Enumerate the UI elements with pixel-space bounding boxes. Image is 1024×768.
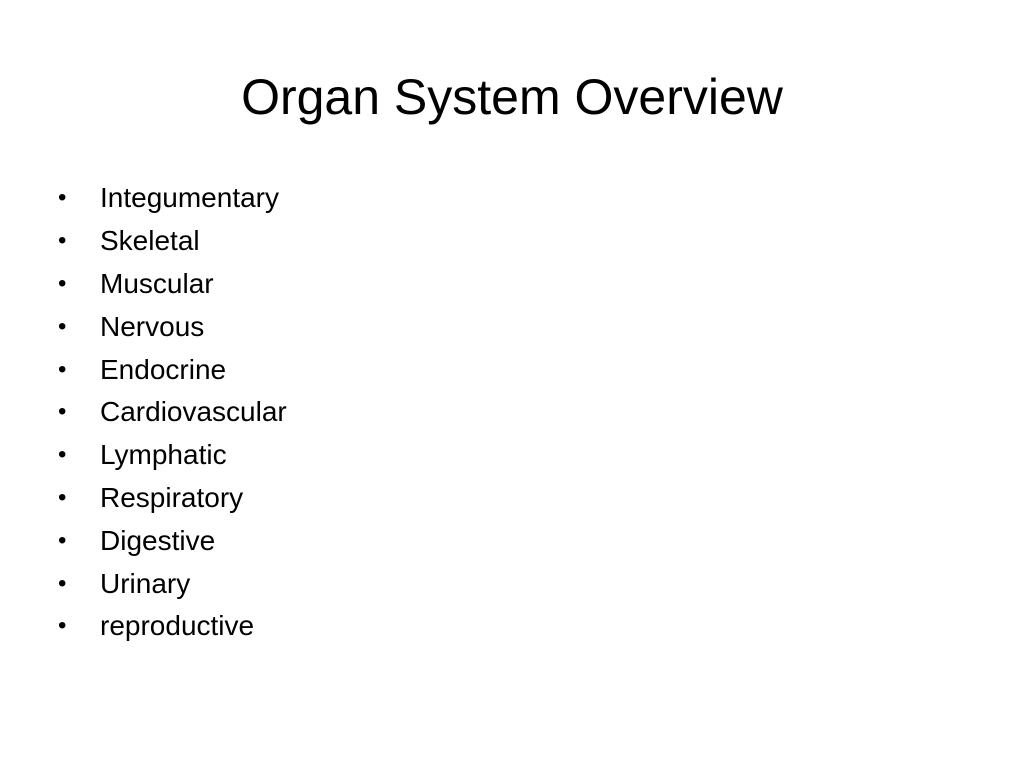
bullet-dot-icon: • bbox=[58, 312, 67, 340]
list-item-label: reproductive bbox=[100, 610, 255, 642]
list-item: • Urinary bbox=[58, 562, 287, 605]
bullet-dot-icon: • bbox=[58, 184, 67, 212]
bullet-dot-icon: • bbox=[58, 526, 67, 554]
bullet-dot-icon: • bbox=[58, 441, 67, 469]
list-item: • Skeletal bbox=[58, 220, 287, 263]
bullet-dot-icon: • bbox=[58, 227, 67, 255]
bullet-dot-icon: • bbox=[58, 569, 67, 597]
list-item: • Muscular bbox=[58, 263, 287, 306]
bullet-list: • Integumentary • Skeletal • Muscular • … bbox=[58, 177, 287, 648]
slide-title: Organ System Overview bbox=[241, 69, 783, 125]
list-item-label: Skeletal bbox=[100, 225, 200, 257]
list-item-label: Lymphatic bbox=[100, 439, 227, 471]
bullet-dot-icon: • bbox=[58, 612, 67, 640]
list-item-label: Integumentary bbox=[100, 182, 279, 214]
list-item: • Cardiovascular bbox=[58, 391, 287, 434]
list-item: • Lymphatic bbox=[58, 434, 287, 477]
list-item-label: Cardiovascular bbox=[100, 396, 287, 428]
list-item: • reproductive bbox=[58, 605, 287, 648]
list-item-label: Nervous bbox=[100, 310, 205, 342]
list-item: • Nervous bbox=[58, 305, 287, 348]
list-item: • Digestive bbox=[58, 519, 287, 562]
list-item-label: Muscular bbox=[100, 267, 214, 299]
list-item-label: Digestive bbox=[100, 524, 216, 556]
list-item: • Endocrine bbox=[58, 348, 287, 391]
list-item-label: Respiratory bbox=[100, 481, 244, 513]
bullet-dot-icon: • bbox=[58, 398, 67, 426]
bullet-dot-icon: • bbox=[58, 483, 67, 511]
list-item: • Integumentary bbox=[58, 177, 287, 220]
list-item: • Respiratory bbox=[58, 477, 287, 520]
list-item-label: Endocrine bbox=[100, 353, 227, 385]
bullet-dot-icon: • bbox=[58, 355, 67, 383]
bullet-dot-icon: • bbox=[58, 269, 67, 297]
list-item-label: Urinary bbox=[100, 567, 191, 599]
